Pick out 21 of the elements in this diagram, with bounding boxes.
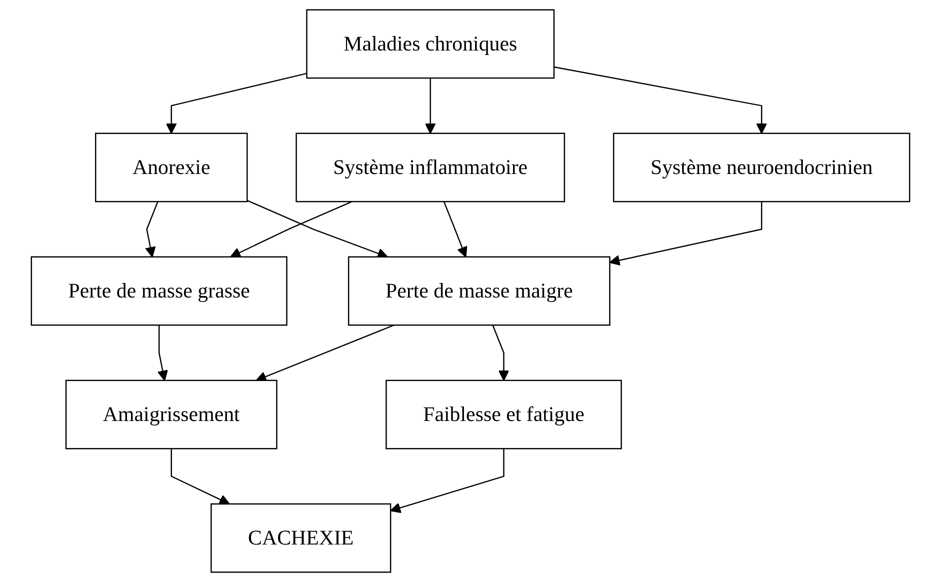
arrow [492, 324, 510, 381]
node-box: Maladies chroniques [306, 9, 555, 79]
node-box: CACHEXIE [210, 503, 392, 573]
arrow [230, 201, 352, 258]
node-box: Système inflammatoire [296, 132, 566, 202]
arrow [554, 66, 768, 134]
node-box: Perte de masse maigre [348, 256, 610, 326]
arrow [157, 325, 168, 381]
arrow [256, 324, 394, 382]
arrow [424, 78, 436, 134]
arrow [166, 72, 307, 134]
node-box: Anorexie [95, 132, 248, 202]
arrow [609, 202, 762, 266]
node-box: Perte de masse grasse [30, 256, 288, 326]
node-box: Système neuroendocrinien [613, 132, 910, 202]
node-box: Faiblesse et fatigue [386, 380, 622, 450]
node-box: Amaigrissement [65, 380, 278, 450]
arrow [145, 201, 158, 258]
arrow [170, 448, 230, 505]
arrow [443, 201, 468, 258]
arrow [390, 448, 504, 514]
